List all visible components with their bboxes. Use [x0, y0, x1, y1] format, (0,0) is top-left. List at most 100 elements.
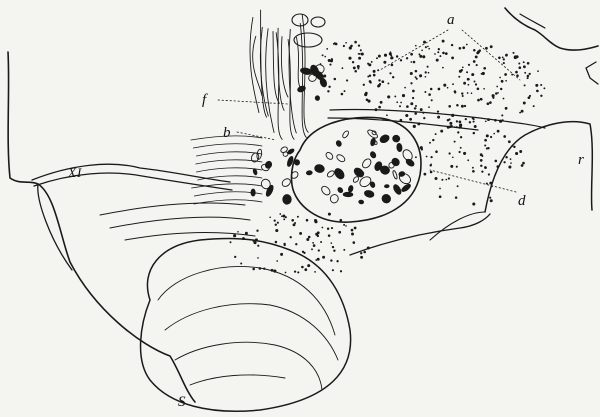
cell-dot — [340, 219, 343, 222]
cell-dot — [354, 227, 357, 230]
cell-dot — [473, 132, 475, 134]
cell-dot — [513, 146, 515, 148]
cell-dot — [471, 92, 473, 94]
cell-dot — [328, 86, 330, 88]
cell-dot — [422, 112, 424, 114]
cell-dot — [518, 66, 521, 69]
cell-dot — [454, 126, 456, 128]
cell-dot — [274, 219, 276, 221]
cell-dot — [414, 112, 417, 115]
cell-dot — [320, 79, 322, 81]
cell-dot — [410, 61, 412, 63]
cell-dot — [518, 62, 520, 64]
cell-dot — [527, 77, 529, 79]
cell-dot — [322, 54, 324, 56]
cell-dot — [410, 53, 413, 56]
cell-dot — [283, 218, 285, 220]
cell-dot — [501, 80, 504, 83]
cell-dot — [367, 76, 369, 78]
cell-dot — [455, 196, 458, 199]
cell-dot — [343, 249, 345, 251]
cell-dot — [461, 92, 463, 94]
cell-dot — [344, 90, 346, 92]
cell-dot — [413, 125, 416, 128]
cell-dot — [466, 71, 468, 73]
cell-dot — [329, 64, 331, 66]
cell-dot — [454, 90, 457, 93]
cell-dot — [480, 159, 483, 162]
cell-dot — [346, 79, 348, 81]
cell-dot — [451, 57, 454, 60]
cell-dot — [502, 57, 504, 59]
cell-dot — [317, 258, 320, 261]
cell-dot — [529, 95, 531, 97]
cell-dot — [457, 185, 459, 187]
cell-dot — [294, 270, 296, 272]
cell-dot — [285, 272, 287, 274]
cell-dot — [332, 269, 334, 271]
cell-dot — [487, 118, 490, 121]
cell-dot — [330, 59, 333, 62]
cell-dot — [409, 118, 412, 121]
cell-dot — [460, 147, 462, 149]
cell-dot — [516, 74, 519, 77]
cell-dot — [450, 165, 453, 168]
cell-dot — [460, 136, 462, 138]
cell-dot — [364, 93, 367, 96]
cell-mass — [343, 192, 353, 197]
cell-dot — [404, 87, 406, 89]
cell-dot — [360, 256, 363, 259]
cell-dot — [462, 95, 464, 97]
cell-dot — [415, 45, 417, 47]
cell-dot — [484, 166, 486, 168]
cell-dot — [459, 151, 461, 153]
cell-dot — [425, 46, 427, 48]
cell-dot — [420, 108, 423, 111]
cell-dot — [435, 133, 437, 135]
cell-dot — [367, 63, 369, 65]
cell-dot — [439, 55, 441, 57]
cell-dot — [369, 80, 372, 83]
cell-dot — [463, 152, 466, 155]
cell-dot — [290, 236, 292, 238]
cell-dot — [457, 131, 459, 133]
cell-dot — [439, 195, 442, 198]
cell-mass — [306, 170, 312, 175]
cell-dot — [448, 152, 450, 154]
cell-dot — [354, 41, 357, 44]
cell-dot — [459, 70, 462, 73]
cell-dot — [515, 152, 518, 155]
cell-dot — [490, 136, 492, 138]
cell-dot — [540, 95, 542, 97]
cell-dot — [447, 126, 450, 129]
cell-dot — [452, 156, 454, 158]
cell-dot — [341, 93, 344, 96]
cell-dot — [423, 41, 426, 44]
cell-dot — [514, 56, 517, 59]
cell-mass — [294, 159, 299, 165]
cell-dot — [430, 171, 433, 174]
cell-dot — [500, 88, 502, 90]
cell-dot — [484, 144, 486, 146]
cell-dot — [465, 118, 467, 120]
cell-dot — [521, 164, 524, 167]
cell-dot — [322, 227, 324, 229]
cell-dot — [523, 61, 525, 63]
cell-dot — [280, 253, 283, 256]
cell-dot — [452, 83, 454, 85]
cell-dot — [328, 213, 331, 216]
cell-dot — [363, 251, 366, 254]
cell-dot — [275, 241, 278, 244]
cell-dot — [410, 82, 412, 84]
cell-dot — [497, 92, 499, 94]
cell-dot — [415, 156, 417, 158]
cell-dot — [437, 116, 440, 119]
cell-dot — [450, 125, 453, 128]
cell-dot — [353, 241, 356, 244]
cell-dot — [495, 92, 498, 95]
cell-dot — [489, 197, 491, 199]
cell-dot — [536, 90, 539, 93]
cell-dot — [314, 219, 317, 222]
cell-dot — [445, 52, 448, 55]
cell-dot — [373, 70, 376, 73]
